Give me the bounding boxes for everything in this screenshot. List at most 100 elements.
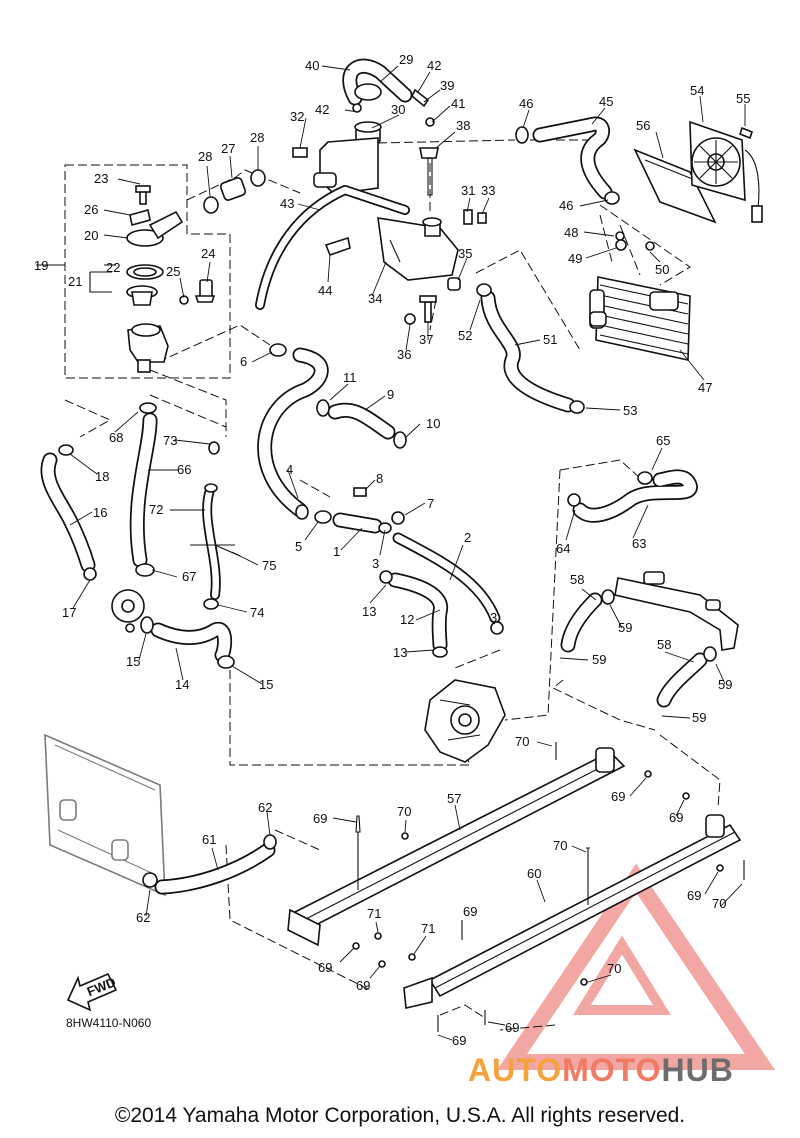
callout-33: 33 — [481, 183, 495, 198]
callout-39: 39 — [440, 78, 454, 93]
callout-70: 70 — [553, 838, 567, 853]
callout-53: 53 — [623, 403, 637, 418]
long-coolant-pipe-60 — [403, 814, 742, 1009]
callout-20: 20 — [84, 228, 98, 243]
hose-72 — [190, 441, 241, 610]
callout-10: 10 — [426, 416, 440, 431]
left-radiator-outline — [44, 733, 166, 897]
callout-59: 59 — [592, 652, 606, 667]
callout-62: 62 — [258, 800, 272, 815]
callout-46: 46 — [519, 96, 533, 111]
callout-27: 27 — [221, 141, 235, 156]
callout-75: 75 — [262, 558, 276, 573]
hose-66 — [129, 402, 158, 577]
pipe-2 — [378, 522, 504, 635]
callout-52: 52 — [458, 328, 472, 343]
callout-25: 25 — [166, 264, 180, 279]
callout-24: 24 — [201, 246, 215, 261]
callout-6: 6 — [240, 354, 247, 369]
pipe-1 — [314, 487, 405, 534]
callout-labels: 40 29 42 39 42 30 41 32 38 46 45 54 55 5… — [34, 52, 750, 1048]
diagram-code: 8HW4110-N060 — [66, 1016, 152, 1030]
callout-69: 69 — [611, 789, 625, 804]
callout-50: 50 — [655, 262, 669, 277]
callout-21: 21 — [68, 274, 82, 289]
callout-69: 69 — [318, 960, 332, 975]
callout-3: 3 — [490, 610, 497, 625]
watermark-part3: HUB — [661, 1052, 734, 1088]
callout-1: 1 — [333, 544, 340, 559]
callout-38: 38 — [456, 118, 470, 133]
watermark-part2: MOTO — [562, 1052, 662, 1088]
long-coolant-pipe-57 — [287, 747, 626, 947]
callout-68: 68 — [109, 430, 123, 445]
callout-7: 7 — [427, 496, 434, 511]
callout-46: 46 — [559, 198, 573, 213]
callout-59: 59 — [692, 710, 706, 725]
callout-5: 5 — [295, 539, 302, 554]
callout-13: 13 — [393, 645, 407, 660]
callout-63: 63 — [632, 536, 646, 551]
callout-23: 23 — [94, 171, 108, 186]
callout-59: 59 — [618, 620, 632, 635]
callout-36: 36 — [397, 347, 411, 362]
hose-16 — [40, 444, 97, 581]
callout-51: 51 — [543, 332, 557, 347]
callout-59: 59 — [718, 677, 732, 692]
callout-15: 15 — [126, 654, 140, 669]
callout-74: 74 — [250, 605, 264, 620]
callout-30: 30 — [391, 102, 405, 117]
hose-14 — [140, 616, 235, 669]
callout-47: 47 — [698, 380, 712, 395]
callout-71: 71 — [421, 921, 435, 936]
callout-67: 67 — [182, 569, 196, 584]
coolant-reservoir-tank — [377, 209, 487, 325]
callout-69: 69 — [356, 978, 370, 993]
radiator-47 — [589, 231, 691, 361]
water-pump-cover — [111, 589, 145, 633]
callout-69: 69 — [463, 904, 477, 919]
callout-32: 32 — [290, 109, 304, 124]
callout-40: 40 — [305, 58, 319, 73]
callout-69: 69 — [505, 1020, 519, 1035]
callout-69: 69 — [669, 810, 683, 825]
callout-56: 56 — [636, 118, 650, 133]
thermostat-assembly — [89, 185, 216, 373]
callout-61: 61 — [202, 832, 216, 847]
callout-18: 18 — [95, 469, 109, 484]
callout-42: 42 — [427, 58, 441, 73]
callout-55: 55 — [736, 91, 750, 106]
callout-69: 69 — [452, 1033, 466, 1048]
callout-58: 58 — [657, 637, 671, 652]
callout-48: 48 — [564, 225, 578, 240]
callout-71: 71 — [367, 906, 381, 921]
callout-58: 58 — [570, 572, 584, 587]
callout-37: 37 — [419, 332, 433, 347]
callout-2: 2 — [464, 530, 471, 545]
callout-73: 73 — [163, 433, 177, 448]
water-pump-housing — [424, 679, 506, 763]
callout-62: 62 — [136, 910, 150, 925]
copyright-notice: ©2014 Yamaha Motor Corporation, U.S.A. A… — [114, 1104, 686, 1127]
callout-69: 69 — [313, 811, 327, 826]
hose-4 — [257, 343, 329, 520]
hose-63 — [567, 469, 698, 523]
callout-44: 44 — [318, 283, 332, 298]
callout-16: 16 — [93, 505, 107, 520]
overflow-hose-43 — [255, 185, 410, 310]
cooling-fan-assembly — [633, 120, 763, 224]
routing-lines — [64, 139, 721, 1031]
callout-11: 11 — [343, 370, 357, 385]
callout-70: 70 — [397, 804, 411, 819]
callout-69: 69 — [687, 888, 701, 903]
hose-58a — [560, 589, 615, 653]
callout-70: 70 — [515, 734, 529, 749]
callout-22: 22 — [106, 260, 120, 275]
watermark-part1: AUTO — [468, 1052, 563, 1088]
callout-34: 34 — [368, 291, 382, 306]
callout-41: 41 — [451, 96, 465, 111]
callout-3: 3 — [372, 556, 379, 571]
callout-65: 65 — [656, 433, 670, 448]
leader-lines — [69, 65, 746, 1041]
callout-57: 57 — [447, 791, 461, 806]
